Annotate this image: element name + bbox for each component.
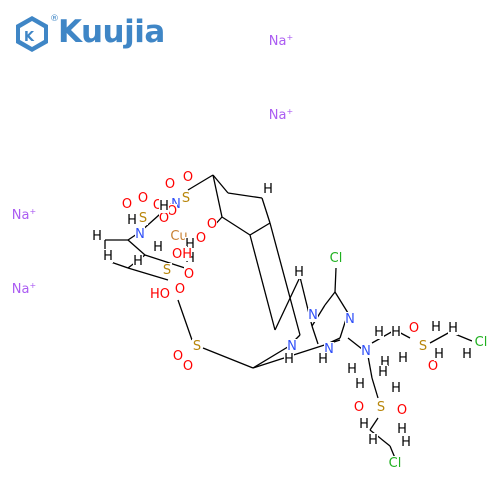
h-b4: H: [391, 381, 401, 396]
oxygen-r2: O: [428, 359, 438, 374]
oxygen-b2: O: [397, 403, 407, 418]
h-r8: H: [462, 347, 472, 362]
chlorine-bottom: Cl: [389, 456, 402, 471]
nitrogen-amine: N: [361, 344, 371, 359]
kuujia-logo-icon: K: [16, 16, 48, 52]
chlorine-right: Cl: [475, 335, 488, 350]
oxygen-l4: O: [167, 204, 177, 219]
oxygen-m2: O: [183, 359, 193, 374]
hydroxyl-c: HO: [150, 287, 170, 302]
oxygen-l3: O: [153, 198, 163, 213]
h-l4: H: [103, 249, 113, 264]
h-r6: H: [448, 321, 458, 336]
oxygen-ketone: O: [207, 217, 217, 232]
h-r7: H: [434, 347, 444, 362]
h-b6: H: [368, 433, 378, 448]
sulfur-top: S: [182, 191, 190, 206]
nitrogen-left: N: [135, 227, 145, 242]
oxygen-m1: O: [173, 349, 183, 364]
bond-lines: [104, 174, 473, 459]
oxygen-c2: O: [184, 267, 194, 282]
h-b2: H: [355, 377, 365, 392]
h-l6: H: [153, 240, 163, 255]
h-l3: H: [92, 229, 102, 244]
oxygen-l1: O: [122, 197, 132, 212]
h-l5: H: [133, 254, 143, 269]
h-t3: H: [284, 352, 294, 367]
h-r5: H: [431, 320, 441, 335]
oxygen-c3: O: [175, 282, 185, 297]
h-b5: H: [359, 417, 369, 432]
h-r2: H: [391, 325, 401, 340]
oxygen-b1: O: [354, 400, 364, 415]
nitrogen-triazine-1: N: [308, 308, 318, 323]
logo-text: Kuujia: [58, 14, 165, 50]
h-l2: H: [127, 213, 137, 228]
h-t1: H: [263, 182, 273, 197]
oxygen-r1: O: [409, 321, 419, 336]
sulfur-right: S: [419, 339, 427, 354]
oxygen-t2: O: [165, 177, 175, 192]
h-t4: H: [318, 352, 328, 367]
oxygen-cu: O: [196, 231, 206, 246]
nitrogen-triazine-3: N: [324, 342, 334, 357]
copper-atom: Cu: [170, 229, 187, 244]
h-t2: H: [294, 265, 304, 280]
oxygen-t1: O: [183, 170, 193, 185]
nitrogen-triazine-2: N: [345, 312, 355, 327]
hydroxyl-oh: OH: [172, 247, 192, 262]
h-l1: H: [159, 199, 169, 214]
registered-mark: ®: [50, 14, 59, 24]
oxygen-l5: O: [159, 211, 169, 226]
h-b8: H: [401, 435, 411, 450]
h-b1: H: [347, 362, 357, 377]
logo-mark: K: [24, 30, 35, 45]
chlorine-triazine: Cl: [330, 251, 343, 266]
atom-labels: Na+Na+Na+Na+CuClNNNNNNNSOOClHHHHHHHHSOOC…: [11, 33, 490, 471]
oxygen-l2: O: [138, 191, 148, 206]
sulfur-center: S: [163, 263, 171, 278]
h-r1: H: [374, 325, 384, 340]
sulfur-mid: S: [193, 339, 201, 354]
h-b3: H: [378, 365, 388, 380]
h-r3: H: [398, 351, 408, 366]
nitrogen-azo: N: [287, 339, 297, 354]
sulfur-bottom: S: [377, 400, 385, 415]
h-l7: H: [185, 237, 195, 252]
h-r4: H: [380, 355, 390, 370]
sulfur-left: S: [139, 211, 147, 226]
h-b7: H: [397, 422, 407, 437]
